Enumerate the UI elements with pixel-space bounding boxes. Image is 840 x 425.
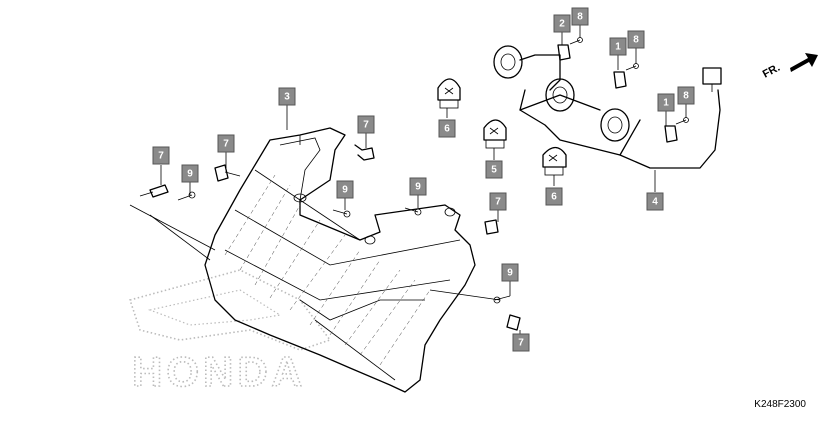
bulb-5 [483,119,507,149]
part-callout-9: 9 [336,180,354,199]
bolt-7-left [139,184,169,198]
callout-number: 4 [652,197,658,208]
leader-lines [129,25,687,335]
callout-number: 7 [495,197,501,208]
part-callout-7: 7 [357,115,375,134]
part-callout-7: 7 [512,333,530,352]
part-callout-1: 1 [609,37,627,56]
clip-1-upper [613,71,627,89]
callout-number: 6 [444,124,450,135]
callout-number: 8 [683,91,689,102]
callout-box [545,187,563,206]
part-callout-3: 3 [278,87,296,106]
callout-box [489,192,507,211]
callout-number: 9 [342,185,348,196]
part-callout-8: 8 [677,86,695,105]
part-callout-5: 5 [485,160,503,179]
part-callout-6: 6 [438,119,456,138]
callout-box [217,134,235,153]
callout-box [485,160,503,179]
callout-number: 8 [577,12,583,23]
part-callout-9: 9 [501,263,519,282]
callout-box [336,180,354,199]
part-callout-7: 7 [217,134,235,153]
callout-number: 2 [559,19,565,30]
callout-box [512,333,530,352]
callout-number: 7 [158,151,164,162]
callout-box [152,146,170,165]
callout-box [657,93,675,112]
part-callout-1: 1 [657,93,675,112]
screw-9-left [177,191,196,201]
callout-number: 6 [551,192,557,203]
callout-number: 7 [518,338,524,349]
part-callout-7: 7 [152,146,170,165]
drawing-code: K248F2300 [754,399,806,410]
callout-number: 9 [187,169,193,180]
bolt-7-top-left [214,164,241,182]
screw-9-upper-right [404,207,422,216]
honda-watermark-logo: HONDA [128,269,332,396]
callout-number: 5 [491,165,497,176]
part-callout-2: 2 [553,14,571,33]
callout-number: 9 [507,268,513,279]
part-callout-8: 8 [571,7,589,26]
bulb-6-right [542,146,567,176]
callout-box [278,87,296,106]
screw-8-middle [625,63,639,71]
part-callout-4: 4 [646,192,664,211]
screw-8-top [569,37,583,45]
callout-number: 7 [363,120,369,131]
part-callout-9: 9 [409,177,427,196]
callout-number: 1 [615,42,621,53]
callout-box [553,14,571,33]
bulb-6-left [437,78,461,109]
bolt-7-bottom [506,314,521,331]
part-callout-6: 6 [545,187,563,206]
callout-box [646,192,664,211]
clip-1-lower [664,125,678,143]
callout-box [438,119,456,138]
callout-box [609,37,627,56]
headlight-assembly [204,127,476,393]
callout-number: 3 [284,92,290,103]
clip-2 [557,44,571,61]
honda-watermark-text: HONDA [132,348,306,395]
wire-harness [493,45,722,169]
callout-box [357,115,375,134]
callout-box [181,164,199,183]
callout-number: 1 [663,98,669,109]
callout-box [571,7,589,26]
callout-number: 7 [223,139,229,150]
bolt-7-right [484,219,499,235]
bolt-7-top [354,144,375,161]
front-direction-arrow: FR. [761,53,818,81]
part-callout-9: 9 [181,164,199,183]
fr-label: FR. [761,62,782,81]
callout-box [409,177,427,196]
screw-9-mid [332,209,351,218]
callout-box [501,263,519,282]
callout-number: 8 [633,35,639,46]
callout-number: 9 [415,182,421,193]
part-callout-8: 8 [627,30,645,49]
screw-8-right [675,117,689,125]
callout-box [627,30,645,49]
part-callout-7: 7 [489,192,507,211]
callout-box [677,86,695,105]
